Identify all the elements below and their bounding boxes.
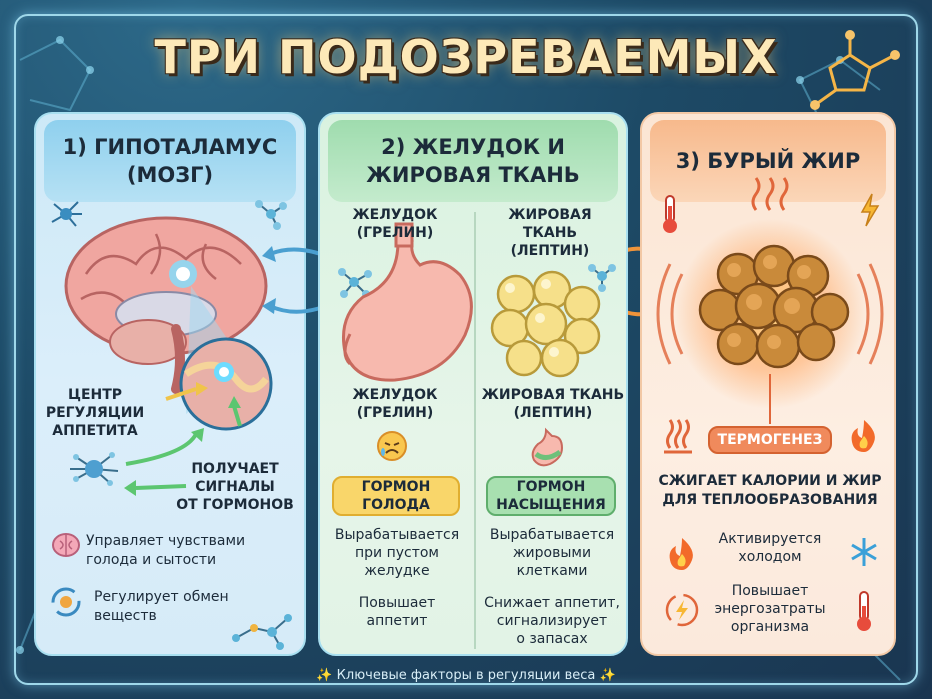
ghrelin-effect: Повышает аппетит — [358, 595, 436, 629]
thermogenesis-badge: ТЕРМОГЕНЕЗ — [708, 426, 832, 454]
thermometer-icon — [857, 591, 871, 631]
snowflake-icon — [851, 538, 877, 566]
recycle-icon — [51, 587, 81, 617]
page-title: ТРИ ПОДОЗРЕВАЕМЫХ — [154, 30, 778, 84]
panel-heading: 3) БУРЫЙ ЖИР — [650, 120, 886, 202]
flame-icon — [851, 420, 875, 452]
stomach-icon — [341, 222, 473, 382]
neuron-icon — [51, 201, 82, 227]
heading-line2: (МОЗГ) — [126, 163, 214, 187]
molecule-icon — [255, 200, 287, 230]
stomach-fat-illustration — [338, 212, 616, 649]
feature-cold-activation: Активируется холодом — [718, 531, 822, 565]
molecule-icon — [588, 264, 616, 292]
panel-heading: 2) ЖЕЛУДОК И ЖИРОВАЯ ТКАНЬ — [328, 120, 618, 202]
footer-caption: ✨ Ключевые факторы в регуляции веса ✨ — [316, 668, 616, 683]
hypothalamus-illustration — [51, 200, 292, 650]
brown-fat-illustration — [656, 177, 884, 631]
sad-face-icon — [377, 431, 407, 461]
flame-icon — [669, 538, 693, 570]
brain-small-icon — [52, 533, 80, 557]
molecule-icon — [338, 268, 372, 298]
heading-line1: 1) ГИПОТАЛАМУС — [62, 135, 278, 159]
panel-stomach-fat: 2) ЖЕЛУДОК И ЖИРОВАЯ ТКАНЬ — [318, 112, 628, 656]
feature-energy-expenditure: Повышает энергозатраты организма — [714, 583, 826, 635]
burns-calories-label: СЖИГАЕТ КАЛОРИИ И ЖИР ДЛЯ ТЕПЛООБРАЗОВАН… — [658, 473, 882, 508]
brown-fat-cells-icon — [698, 244, 850, 369]
hormone-signals-label: ПОЛУЧАЕТ СИГНАЛЫ ОТ ГОРМОНОВ — [176, 461, 294, 513]
panel-heading: 1) ГИПОТАЛАМУС (МОЗГ) — [44, 120, 296, 202]
fat-top-label: ЖИРОВАЯ ТКАНЬ (ЛЕПТИН) — [508, 207, 592, 259]
heat-waves — [751, 177, 789, 211]
heading-line1: 2) ЖЕЛУДОК И — [381, 135, 565, 159]
fat-cells-icon — [490, 270, 601, 378]
lightning-icon — [860, 193, 880, 227]
small-stomach-icon — [531, 427, 564, 467]
feature-hunger-satiety: Управляет чувствами голода и сытости — [86, 533, 246, 568]
thermometer-icon — [663, 195, 677, 233]
ghrelin-description: Вырабатывается при пустом желудке — [334, 527, 460, 579]
feature-metabolism: Регулирует обмен веществ — [94, 589, 229, 624]
panel-brown-fat: 3) БУРЫЙ ЖИР — [640, 112, 896, 656]
outer-frame — [14, 14, 918, 685]
leptin-effect: Снижает аппетит, сигнализирует о запасах — [484, 595, 620, 647]
satiety-hormone-badge: ГОРМОН НАСЫЩЕНИЯ — [486, 476, 616, 516]
hunger-hormone-badge: ГОРМОН ГОЛОДА — [332, 476, 460, 516]
appetite-center-label: ЦЕНТР РЕГУЛЯЦИИ АППЕТИТА — [45, 387, 145, 439]
stomach-mid-label: ЖЕЛУДОК (ГРЕЛИН) — [352, 387, 438, 421]
neuron-icon — [70, 452, 119, 486]
energy-icon — [665, 593, 699, 627]
heat-icon — [664, 419, 692, 454]
panel-hypothalamus: 1) ГИПОТАЛАМУС (МОЗГ) — [34, 112, 306, 656]
zoom-circle — [179, 337, 273, 431]
stomach-top-label: ЖЕЛУДОК (ГРЕЛИН) — [352, 207, 438, 241]
leptin-description: Вырабатывается жировыми клетками — [489, 527, 615, 579]
heading-line2: ЖИРОВАЯ ТКАНЬ — [366, 163, 580, 187]
fat-mid-label: ЖИРОВАЯ ТКАНЬ (ЛЕПТИН) — [481, 387, 625, 421]
molecule-icon — [232, 614, 292, 650]
